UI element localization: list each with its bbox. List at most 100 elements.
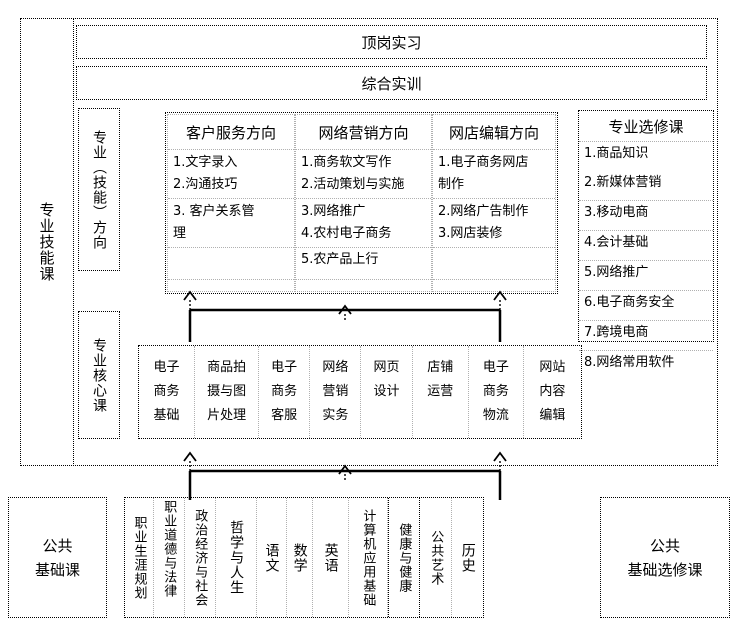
public-course-label-0: 职业生涯规划 [131,515,147,600]
core-course-label-0: 电子商务基础 [153,360,180,423]
core-course-label-1: 商品拍摄与图片处理 [207,360,247,423]
core-course-cell-0[interactable]: 电子商务基础 [139,346,196,438]
public-course-cell-6[interactable]: 英语 [313,498,350,617]
professional-elective-item-5: 6.电子商务安全 [579,291,713,321]
professional-elective-item-3: 4.会计基础 [579,231,713,261]
direction-item-text-0-1: 2.沟通技巧 [173,177,238,192]
core-course-cell-1[interactable]: 商品拍摄与图片处理 [195,346,260,438]
professional-electives-box[interactable]: 专业选修课 1.商品知识 2.新媒体营销 3.移动电商 4.会计基础 5.网络推… [578,110,714,370]
professional-electives-header: 专业选修课 [579,111,713,142]
professional-elective-item-2: 3.移动电商 [579,201,713,231]
professional-skill-course-label: 专业技能课 [37,202,56,282]
professional-elective-text-3: 4.会计基础 [584,235,649,250]
public-course-label-5: 数学 [291,542,308,573]
direction-column-0[interactable]: 客户服务方向 1.文字录入 2.沟通技巧 3. 客户关系管 理 [167,114,295,292]
comprehensive-training-box[interactable]: 综合实训 [76,66,707,100]
direction-item-text-2-3: 3.网店装修 [438,226,503,241]
public-course-label-1: 职业道德与法律 [161,500,177,598]
direction-item-text-1-3: 4.农村电子商务 [301,226,392,241]
core-course-label-3: 网络营销实务 [322,360,349,423]
public-course-cell-10[interactable]: 历史 [452,498,483,617]
professional-elective-item-7: 8.网络常用软件 [579,350,713,380]
public-course-label-7: 计算机应用基础 [360,508,376,607]
direction-header-1: 网络营销方向 [296,115,431,150]
core-course-label-box: 专业核心课 [78,311,120,439]
professional-elective-item-4: 5.网络推广 [579,261,713,291]
core-course-cell-6[interactable]: 电子商务物流 [469,346,524,438]
direction-header-label-2: 网店编辑方向 [448,123,539,142]
public-elective-course-box: 公共 基础选修课 [600,497,730,618]
core-course-cell-4[interactable]: 网页设计 [361,346,413,438]
direction-header-2: 网店编辑方向 [433,115,555,150]
public-course-label-10: 历史 [459,542,476,573]
public-course-cell-7[interactable]: 计算机应用基础 [349,498,388,617]
public-course-cell-4[interactable]: 语文 [257,498,287,617]
direction-item-text-2-1: 制作 [438,177,465,192]
direction-item-text-2-2: 2.网络广告制作 [438,204,529,219]
core-course-cell-2[interactable]: 电子商务客服 [259,346,311,438]
public-course-label-3: 哲学与人生 [228,520,245,595]
direction-group-frame [165,112,558,294]
internship-box[interactable]: 顶岗实习 [76,25,707,59]
public-course-cell-3[interactable]: 哲学与人生 [216,498,258,617]
core-course-cell-7[interactable]: 网站内容编辑 [524,346,581,438]
professional-elective-item-1: 2.新媒体营销 [579,171,713,201]
public-course-cell-9[interactable]: 公共艺术 [420,498,453,617]
direction-item-text-2-0: 1.电子商务网店 [438,155,529,170]
professional-elective-text-1: 2.新媒体营销 [584,175,662,190]
professional-elective-text-6: 7.跨境电商 [584,325,649,340]
direction-header-0: 客户服务方向 [168,115,294,150]
public-course-cell-5[interactable]: 数学 [287,498,314,617]
public-course-label-4: 语文 [263,542,280,573]
public-course-label-8: 健康与健康 [396,522,412,593]
professional-electives-header-label: 专业选修课 [608,117,684,136]
professional-elective-item-0: 1.商品知识 [579,142,713,171]
public-elective-label-line2: 基础选修课 [627,560,703,579]
direction-item-2-1: 2.网络广告制作 3.网店装修 [433,199,555,248]
public-basic-course-box: 公共 基础课 [8,497,107,618]
public-course-cell-0[interactable]: 职业生涯规划 [125,498,154,617]
public-basic-label-line2: 基础课 [34,560,80,579]
direction-item-text-1-0: 1.商务软文写作 [301,155,392,170]
public-elective-label-line1: 公共 [649,536,680,555]
core-course-label-5: 店铺运营 [427,360,454,399]
direction-item-text-0-3: 理 [173,226,187,241]
public-course-label-6: 英语 [322,542,339,573]
public-courses-frame: 职业生涯规划 职业道德与法律 政治经济与社会 哲学与人生 语文 数学 英语 计算… [124,497,484,618]
core-course-label-7: 网站内容编辑 [539,360,566,423]
core-course-label-6: 电子商务物流 [482,360,509,423]
direction-label-box: 专业（技能）方向 [78,108,120,271]
direction-item-0-2 [168,248,294,280]
direction-item-text-1-2: 3.网络推广 [301,204,366,219]
internship-label: 顶岗实习 [361,33,422,52]
professional-elective-text-5: 6.电子商务安全 [584,295,675,310]
direction-item-1-1: 3.网络推广 4.农村电子商务 [296,199,431,248]
direction-item-text-0-2: 3. 客户关系管 [173,204,255,219]
public-course-cell-2[interactable]: 政治经济与社会 [185,498,217,617]
core-course-cell-5[interactable]: 店铺运营 [413,346,469,438]
professional-elective-text-7: 8.网络常用软件 [584,355,675,370]
direction-column-1[interactable]: 网络营销方向 1.商务软文写作 2.活动策划与实施 3.网络推广 4.农村电子商… [295,114,432,292]
direction-item-text-0-0: 1.文字录入 [173,155,238,170]
direction-item-2-0: 1.电子商务网店 制作 [433,150,555,199]
comprehensive-training-label: 综合实训 [361,74,422,93]
direction-label: 专业（技能）方向 [91,129,107,250]
public-course-cell-8[interactable]: 健康与健康 [387,498,421,617]
professional-elective-text-2: 3.移动电商 [584,205,649,220]
direction-header-label-1: 网络营销方向 [318,123,409,142]
core-course-cell-3[interactable]: 网络营销实务 [310,346,362,438]
public-course-label-9: 公共艺术 [428,529,444,586]
public-basic-label-line1: 公共 [42,536,73,555]
direction-item-0-1: 3. 客户关系管 理 [168,199,294,248]
direction-column-2[interactable]: 网店编辑方向 1.电子商务网店 制作 2.网络广告制作 3.网店装修 [432,114,556,292]
direction-item-text-1-4: 5.农产品上行 [301,252,379,267]
core-courses-frame: 电子商务基础 商品拍摄与图片处理 电子商务客服 网络营销实务 网页设计 店铺运营… [138,345,582,439]
direction-item-0-0: 1.文字录入 2.沟通技巧 [168,150,294,199]
professional-elective-text-4: 5.网络推广 [584,265,649,280]
public-course-cell-1[interactable]: 职业道德与法律 [154,498,185,617]
professional-elective-text-0: 1.商品知识 [584,146,649,161]
core-course-label-4: 网页设计 [373,360,400,399]
professional-elective-item-6: 7.跨境电商 [579,321,713,350]
